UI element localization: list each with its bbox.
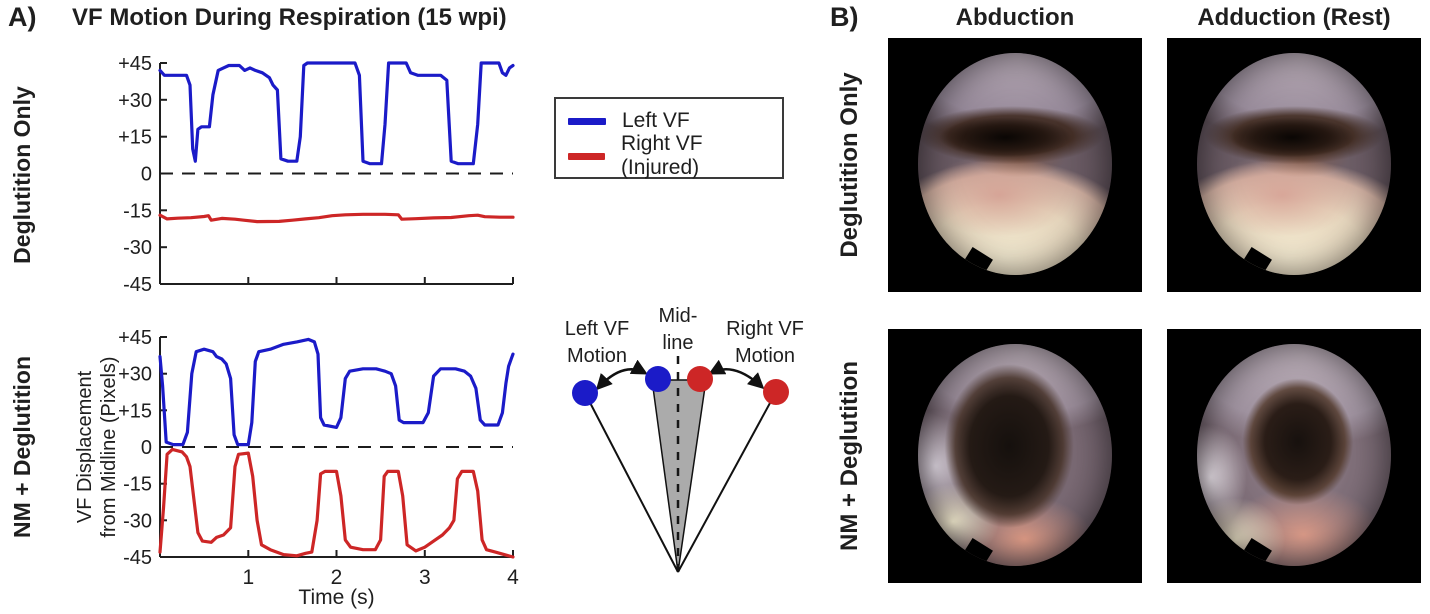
panel-a-title: VF Motion During Respiration (15 wpi) <box>72 4 507 31</box>
right-vf-injured-trace <box>158 212 515 224</box>
x-tick-label: 4 <box>507 566 519 589</box>
right-vf-abducted-dot <box>763 379 789 405</box>
legend: Left VF Right VF (Injured) <box>554 97 784 179</box>
left-vf-motion-label-line2: Motion <box>567 345 627 367</box>
y-tick-label: +30 <box>118 90 152 112</box>
endoscope-view-circle <box>1197 344 1391 566</box>
y-tick-label: -45 <box>123 274 152 296</box>
left-vf-motion-label-line1: Left VF <box>565 318 629 340</box>
row-label-deglutition-only: Deglutition Only <box>9 86 35 264</box>
endoscopy-image-deglutition-abduction <box>888 38 1142 292</box>
endoscopy-image-nm-deglutition-abduction <box>888 329 1142 583</box>
endoscope-view-circle <box>1197 53 1391 275</box>
y-tick-label: +15 <box>118 127 152 149</box>
left-vf-edge-line <box>584 392 679 573</box>
midline-label-line1: Mid- <box>659 305 698 327</box>
y-tick-label: +45 <box>118 330 152 349</box>
legend-label-left-vf: Left VF <box>622 109 690 132</box>
midline-label-line2: line <box>662 332 693 354</box>
y-axis-label-line1: VF Displacement <box>74 370 96 524</box>
right-motion-arrow <box>708 359 765 390</box>
left-motion-arrow <box>595 359 648 391</box>
col-header-abduction: Abduction <box>955 4 1075 31</box>
y-tick-label: +30 <box>118 364 152 386</box>
panel-a-label: A) <box>8 2 37 32</box>
y-tick-label: -30 <box>123 510 152 532</box>
y-tick-label: +45 <box>118 55 152 75</box>
left-vf-trace <box>158 337 515 447</box>
right-vf-motion-label-line1: Right VF <box>726 318 804 340</box>
chart-deglutition-only: +45 +30 +15 0 -15 -30 -45 <box>118 55 515 296</box>
endoscope-view-circle <box>918 53 1112 275</box>
y-tick-label: 0 <box>141 164 152 186</box>
panelb-row-label-nm-deglutition: NM + Deglutition <box>836 361 863 551</box>
row-label-nm-deglutition: NM + Deglutition <box>9 355 35 539</box>
x-tick-label: 3 <box>419 566 431 589</box>
right-vf-motion-label-line2: Motion <box>735 345 795 367</box>
right-vf-injured-trace <box>158 447 515 559</box>
vf-motion-diagram: Left VF Motion Mid- line Right VF Motion <box>565 305 804 573</box>
y-tick-label: 0 <box>141 437 152 459</box>
left-vf-line-swatch <box>568 117 606 125</box>
x-axis-label: Time (s) <box>298 586 374 609</box>
y-tick-label: -15 <box>123 474 152 496</box>
y-tick-label: -30 <box>123 237 152 259</box>
endoscope-view-circle <box>918 344 1112 566</box>
left-vf-trace <box>158 61 515 166</box>
right-vf-edge-line <box>677 391 777 573</box>
legend-item-left-vf: Left VF <box>556 104 782 138</box>
right-vf-midline-dot <box>687 366 713 392</box>
panelb-row-label-deglutition-only: Deglutition Only <box>836 72 863 258</box>
panel-b-label: B) <box>830 2 859 32</box>
left-vf-abducted-dot <box>572 380 598 406</box>
right-vf-line-swatch <box>568 152 605 160</box>
x-tick-label: 2 <box>331 566 343 589</box>
legend-label-right-vf: Right VF (Injured) <box>620 132 703 179</box>
left-vf-midline-dot <box>645 366 671 392</box>
y-tick-label: -45 <box>123 547 152 569</box>
endoscope-notch <box>1242 247 1272 275</box>
legend-item-right-vf: Right VF (Injured) <box>556 132 782 179</box>
col-header-adduction-rest: Adduction (Rest) <box>1197 4 1391 31</box>
endoscopy-image-deglutition-adduction-rest <box>1167 38 1421 292</box>
y-tick-label: +15 <box>118 400 152 422</box>
x-tick-label: 1 <box>242 566 254 589</box>
endoscopy-image-nm-deglutition-adduction-rest <box>1167 329 1421 583</box>
y-tick-label: -15 <box>123 200 152 222</box>
endoscope-notch <box>963 247 993 275</box>
endoscope-notch <box>1242 538 1272 566</box>
endoscope-notch <box>963 538 993 566</box>
